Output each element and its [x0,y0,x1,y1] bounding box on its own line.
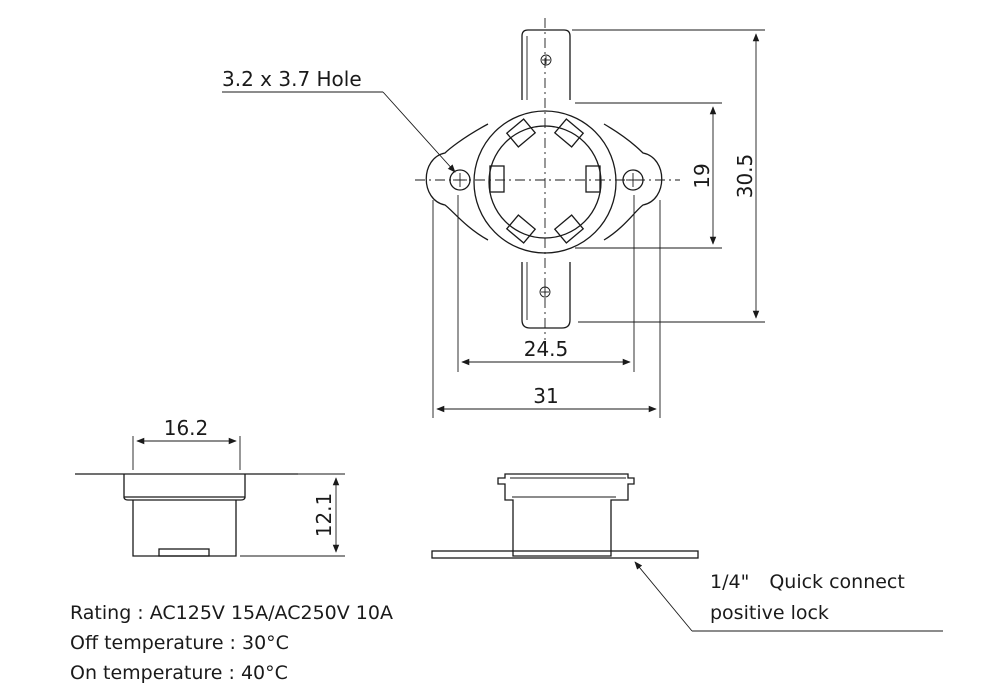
top-view [222,18,765,418]
quick-connect-note-line1: 1/4" Quick connect [710,567,905,597]
lower-terminal-hole [539,286,551,298]
body-ring [488,125,602,239]
spec-off-temperature: Off temperature : 30°C [70,632,289,654]
dim-text-16-2: 16.2 [164,416,209,440]
dim-text-24-5: 24.5 [524,337,569,361]
left-mounting-hole [449,169,471,191]
spec-rating: Rating : AC125V 15A/AC250V 10A [70,602,393,624]
quick-connect-note-line2: positive lock [710,602,829,624]
upper-terminal-hole [540,54,552,66]
side-body [132,500,237,557]
upper-terminal [521,29,571,100]
dim-text-19: 19 [690,163,714,188]
terminal-size: 1/4" [710,571,750,593]
hole-callout-leader [382,91,456,173]
flange-outer [473,110,617,254]
lower-terminal [521,262,571,329]
side-bottom-disc [158,548,210,557]
left-ear [425,123,489,241]
right-mounting-hole [622,169,644,191]
dim-text-30-5: 30.5 [733,154,757,199]
side-view-right [431,473,943,632]
spec-on-temperature: On temperature : 40°C [70,662,288,684]
hole-callout-text: 3.2 x 3.7 Hole [222,67,362,91]
dim-text-12-1: 12.1 [312,493,336,538]
side-view-left [75,436,345,557]
dim-text-31: 31 [533,384,558,408]
quick-connect-leader [634,561,693,632]
terminal-plate [431,550,699,559]
terminal-desc: Quick connect [769,571,905,593]
right-ear [603,123,663,241]
side-body-right [497,473,635,557]
